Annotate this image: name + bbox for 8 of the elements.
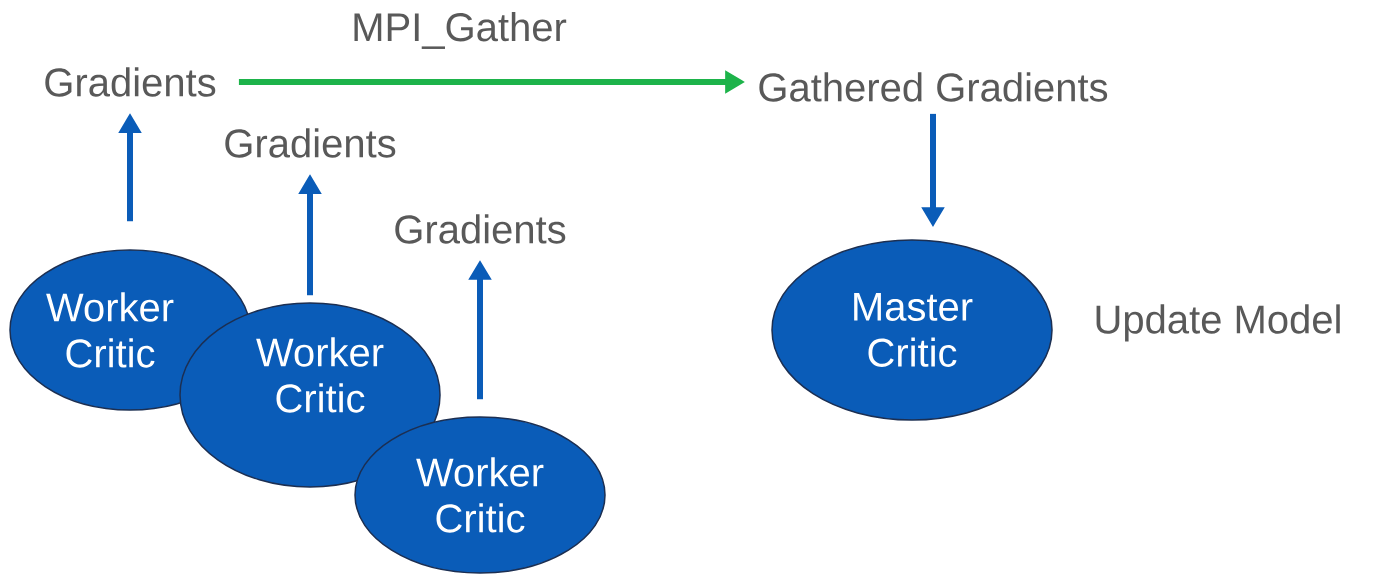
side-note: Update Model (1096, 304, 1340, 342)
text-label: Gradients (395, 214, 566, 244)
ellipse-node: Master Critic (771, 239, 1053, 421)
ellipse-node: Worker Critic (354, 416, 606, 574)
text-label: Gradients (225, 128, 396, 158)
text-label: Gradients (45, 67, 216, 97)
text-label: Gathered Gradients (759, 72, 1108, 102)
edge-label: MPI_Gather (349, 10, 569, 51)
